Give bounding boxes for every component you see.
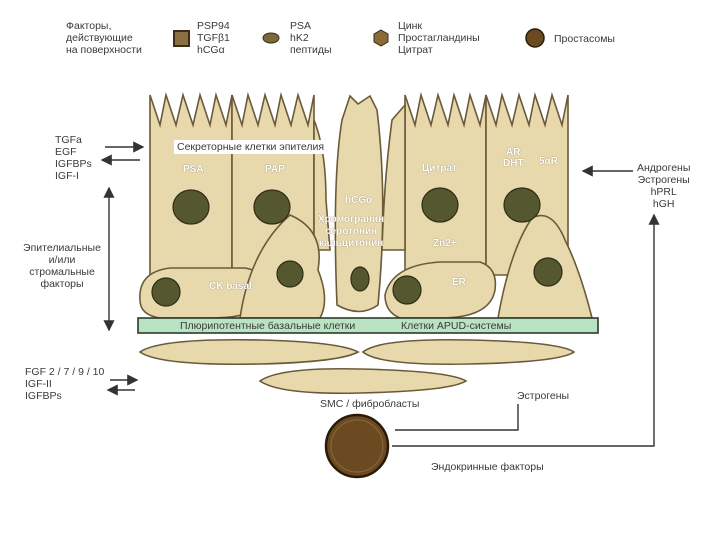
endocrine-factors-label: Эндокринные факторы [431, 461, 544, 473]
legend-surface-factors: Факторы, действующие на поверхности [66, 20, 142, 56]
nucleus [503, 187, 541, 223]
arrow-endocrine-up [392, 213, 660, 447]
legend-granule-2-label: PSA hK2 пептиды [290, 20, 332, 56]
basement-membrane-bar [137, 317, 599, 334]
nucleus [276, 260, 304, 288]
basal-cells-label: Плюрипотентные базальные клетки [180, 320, 356, 332]
psa-label: PSA [183, 164, 204, 175]
ar-dht-label: AR DHT [503, 147, 524, 169]
stroma-cell-bottom [258, 367, 468, 395]
zinc-label: Zn2+ [433, 238, 457, 249]
secretory-cell-3 [404, 91, 487, 276]
legend-granule-oval-icon [262, 32, 280, 44]
secretory-cell-1 [149, 91, 233, 276]
growth-factors-label: TGFa EGF IGFBPs IGF-I [55, 134, 92, 182]
nucleus [151, 277, 181, 307]
neuroendocrine-cell [334, 94, 384, 313]
legend-granule-1-label: PSP94 TGFβ1 hCGα [197, 20, 230, 56]
legend-prostasomes-label: Простасомы [554, 33, 615, 45]
nucleus [421, 187, 459, 223]
secretory-cells-label: Секреторные клетки эпителия [174, 140, 328, 154]
hormones-label: Андрогены Эстрогены hPRL hGH [637, 162, 691, 210]
basal-cells [139, 214, 594, 319]
nucleus [392, 275, 422, 305]
neuroendocrine-label: Хромогранин серотонин кальцитонин [318, 214, 385, 249]
nucleus [253, 189, 291, 225]
nucleus [172, 189, 210, 225]
basal-cell-right [384, 261, 497, 319]
secretory-cell-tail-right [381, 102, 406, 251]
five-alpha-reductase-label: 5αR [539, 156, 558, 167]
nucleus [533, 257, 563, 287]
stroma-cell-left [138, 338, 360, 366]
epithelial-stromal-label: Эпителиальные и/или стромальные факторы [23, 242, 101, 290]
fgf-label: FGF 2 / 7 / 9 / 10 IGF-II IGFBPs [25, 366, 105, 402]
smc-fibroblasts-label: SMC / фибробласты [320, 398, 420, 410]
apud-cells-label: Клетки APUD-системы [401, 320, 512, 332]
ck-basal-label: CK basal [209, 281, 252, 292]
nucleus [350, 266, 370, 292]
arrows [100, 141, 660, 447]
stromal-cells [138, 338, 576, 395]
legend-granule-hexagon-icon [373, 29, 389, 47]
pap-label: PAP [265, 164, 285, 175]
estrogens-label: Эстрогены [517, 390, 570, 402]
stroma-cell-right [361, 338, 576, 366]
hcg-label: hCGα [345, 195, 373, 206]
endocrine-gland-icon [324, 413, 390, 479]
er-label: ER [452, 277, 466, 288]
arrow-estrogens [395, 404, 519, 431]
legend-granule-square-icon [173, 30, 190, 47]
legend-prostasome-icon [525, 28, 545, 48]
legend-granule-3-label: Цинк Простагландины Цитрат [398, 20, 480, 56]
citrate-label: Цитрат [422, 163, 457, 174]
